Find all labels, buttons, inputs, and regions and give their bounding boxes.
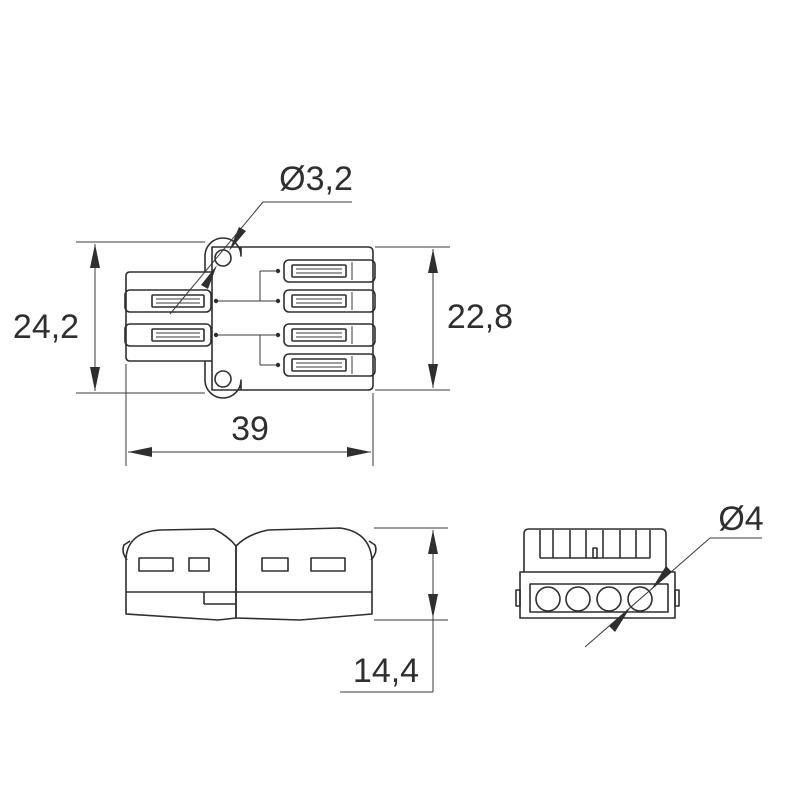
right-lever-1 [283, 259, 376, 283]
wire-port-1 [535, 586, 561, 612]
left-lever-2 [124, 323, 212, 347]
side-window-2 [188, 557, 210, 572]
end-view-levers [523, 528, 667, 572]
end-view-right-clip [674, 589, 680, 607]
wiring-schematic [213, 268, 281, 368]
mounting-hole-top [214, 249, 232, 267]
side-view-left-tab [122, 540, 131, 561]
right-lever-3 [283, 323, 376, 347]
top-view-left-extension [125, 271, 212, 362]
wire-port-2 [565, 586, 591, 612]
dimension-port-leader [584, 537, 762, 648]
top-view-body-outline [211, 246, 374, 391]
dimension-depth [340, 527, 448, 693]
dimension-height-body [375, 246, 450, 391]
right-lever-4 [283, 353, 376, 377]
left-lever-1 [124, 289, 212, 313]
top-view [76, 201, 450, 466]
side-view-left-half [125, 528, 237, 621]
label-depth: 14,4 [353, 652, 419, 690]
mounting-ear-top [204, 237, 242, 272]
side-view [122, 527, 448, 693]
right-lever-2 [283, 289, 376, 313]
wire-port-3 [596, 586, 622, 612]
side-window-3 [261, 557, 289, 572]
dimension-height-total [76, 241, 205, 394]
label-height-body: 22,8 [447, 298, 513, 336]
label-hole-diameter: Ø3,2 [279, 160, 353, 198]
end-view-left-clip [515, 589, 521, 607]
side-view-right-tab [368, 540, 377, 561]
mounting-hole-bottom [214, 370, 232, 388]
side-window-4 [310, 557, 346, 572]
end-view [515, 528, 762, 648]
label-port-diameter: Ø4 [718, 500, 763, 538]
side-window-1 [138, 557, 174, 572]
dimension-hole-leader [169, 201, 352, 315]
end-view-port-frame [529, 583, 669, 613]
wire-port-4 [627, 586, 653, 612]
mounting-ear-bottom [204, 361, 242, 399]
label-length: 39 [231, 410, 269, 448]
label-height-total: 24,2 [13, 308, 79, 346]
side-view-right-half [235, 527, 373, 621]
dimension-length [125, 364, 374, 466]
